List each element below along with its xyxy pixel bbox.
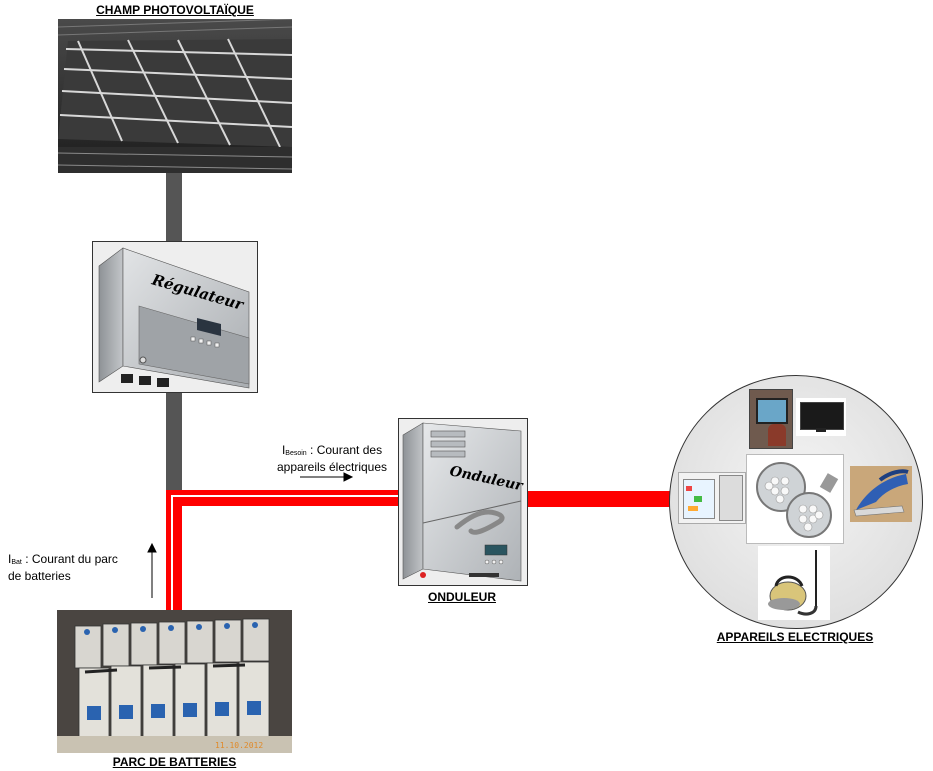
i-need-subscript: Besoin [285, 450, 307, 457]
arrow-i-bat [147, 542, 157, 598]
regulator-box: Régulateur [92, 241, 258, 393]
iron-icon [850, 466, 912, 522]
solar-panel-photo [58, 19, 292, 173]
arrow-i-need [300, 472, 354, 482]
solar-panel-icon [58, 19, 292, 173]
inverter-icon: Onduleur [402, 422, 526, 582]
battery-bank-icon: 11.10.2012 [57, 610, 292, 753]
i-bat-text-line2: de batteries [8, 569, 71, 583]
appliances-caption: APPAREILS ELECTRIQUES [716, 630, 874, 644]
i-need-annotation: IBesoin : Courant des appareils électriq… [262, 443, 402, 474]
flat-tv-icon [796, 398, 846, 436]
inverter-box: Onduleur [398, 418, 528, 586]
current-path-battery [166, 490, 182, 612]
appliances-circle [669, 375, 923, 629]
i-bat-text-line1: : Courant du parc [21, 552, 118, 566]
current-path-to-appliances [524, 491, 672, 507]
i-bat-subscript: Bat [11, 559, 22, 566]
fridge-icon [678, 472, 746, 524]
svg-text:11.10.2012: 11.10.2012 [215, 741, 263, 750]
i-need-symbol: I [281, 443, 286, 457]
i-bat-symbol: I [8, 552, 12, 566]
i-need-text-line1: : Courant des [306, 443, 383, 457]
charge-regulator-icon: Régulateur [98, 247, 250, 389]
led-bulbs-icon [746, 454, 844, 544]
vacuum-cleaner-icon [758, 546, 830, 620]
current-path-to-inverter [166, 490, 402, 506]
wire-pv-regulator [166, 172, 182, 244]
i-need-text-line2: appareils électriques [276, 460, 388, 474]
battery-bank-photo: 11.10.2012 [57, 610, 292, 753]
i-bat-annotation: IBat : Courant du parc de batteries [8, 552, 148, 583]
inverter-caption: ONDULEUR [428, 590, 496, 604]
wire-regulator-junction [166, 388, 182, 492]
pv-field-caption: CHAMP PHOTOVOLTAÏQUE [96, 3, 254, 17]
battery-bank-caption: PARC DE BATTERIES [112, 755, 237, 769]
tv-icon [749, 389, 793, 449]
